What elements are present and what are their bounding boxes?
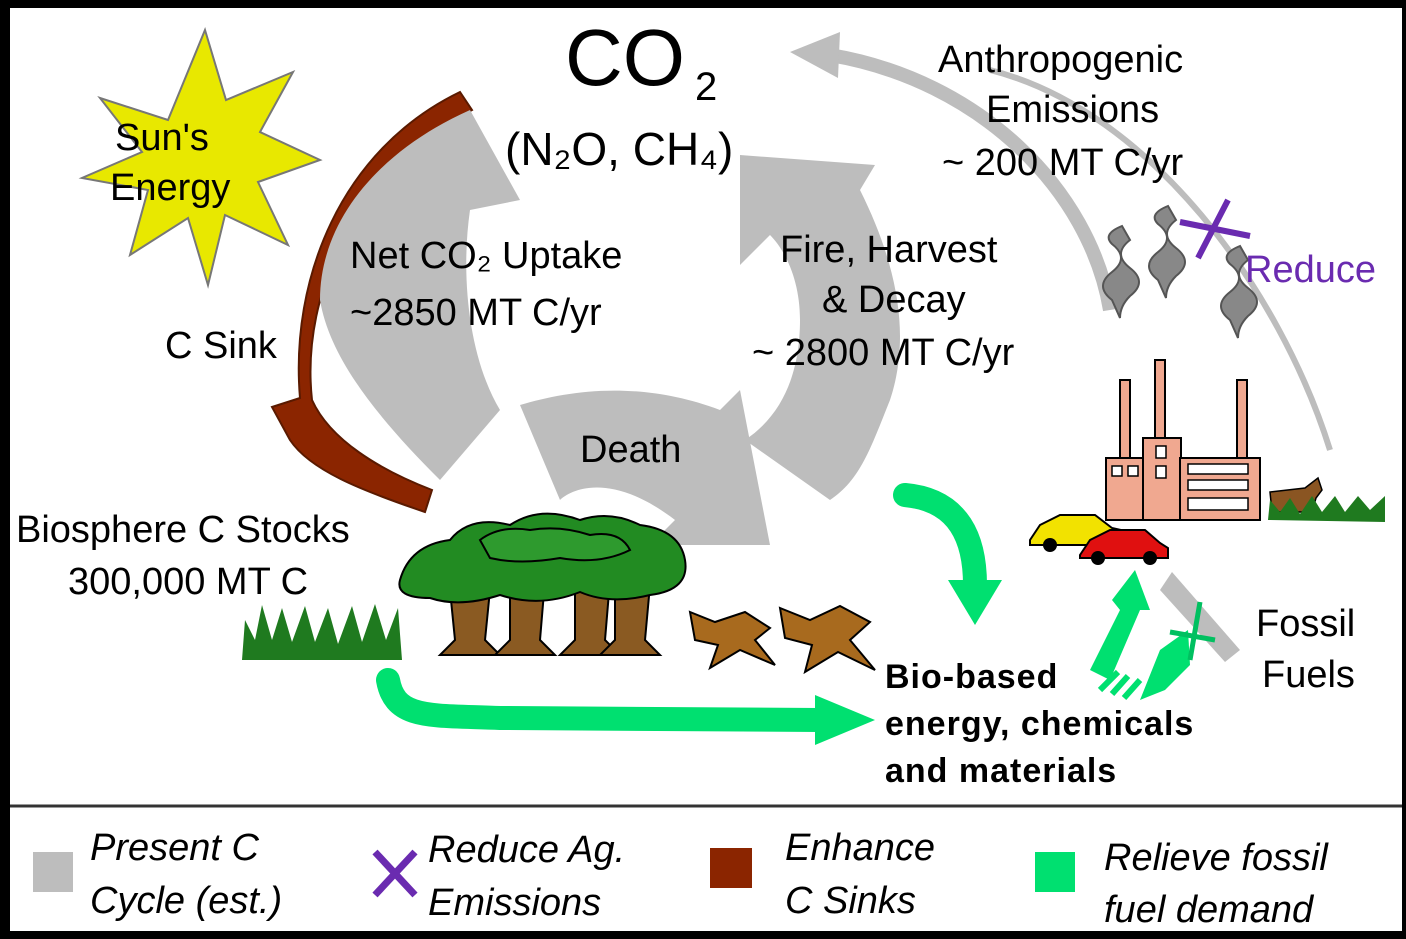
legend-relieve-2: fuel demand	[1104, 889, 1315, 931]
fossil-fuel-arrow	[1160, 572, 1240, 662]
legend-swatch-enhance	[710, 848, 752, 888]
reduce-x-icon	[1179, 198, 1251, 260]
uptake-label-2: ~2850 MT C/yr	[350, 292, 602, 334]
sun-icon	[78, 27, 323, 289]
death-label: Death	[580, 429, 681, 471]
legend-reduce-x-icon	[372, 849, 418, 898]
anthropogenic-arrow	[828, 48, 1117, 312]
sun-label-1: Sun's	[115, 117, 209, 159]
legend-swatch-relieve	[1035, 852, 1075, 892]
green-arrows	[376, 483, 1190, 745]
other-gases: (N₂O, CH₄)	[505, 123, 733, 175]
anthro-label-3: ~ 200 MT C/yr	[942, 142, 1183, 184]
fossil-label-2: Fuels	[1262, 654, 1355, 696]
grass-icon	[242, 604, 402, 660]
legend-relieve-1: Relieve fossil	[1104, 837, 1329, 879]
legend-reduce-1: Reduce Ag.	[428, 829, 625, 871]
pasture-grass	[1268, 496, 1385, 522]
biosphere-label-2: 300,000 MT C	[68, 561, 308, 603]
legend-swatch-present	[33, 852, 73, 892]
legend-present-2: Cycle (est.)	[90, 880, 282, 922]
biobased-label-3: and materials	[885, 752, 1117, 790]
cars-icon	[1029, 514, 1169, 565]
legend-reduce-2: Emissions	[428, 882, 601, 924]
legend-present-1: Present C	[90, 827, 260, 869]
biosphere-label-1: Biosphere C Stocks	[16, 509, 350, 551]
legend-enhance-1: Enhance	[785, 827, 935, 869]
fossil-label-1: Fossil	[1256, 603, 1355, 645]
anthro-label-1: Anthropogenic	[938, 39, 1183, 81]
co2-title: CO	[565, 13, 685, 102]
legend-enhance-2: C Sinks	[785, 880, 916, 922]
death-arrow	[520, 390, 770, 545]
co2-subscript: 2	[695, 65, 717, 109]
sun-label-2: Energy	[110, 167, 230, 209]
reduce-label: Reduce	[1245, 249, 1376, 291]
anthropogenic-arc-right	[989, 67, 1333, 451]
uptake-label-1: Net CO₂ Uptake	[350, 235, 622, 277]
fire-decay-arrow	[740, 155, 900, 500]
fire-label-3: ~ 2800 MT C/yr	[752, 332, 1015, 374]
anthropogenic-arrowhead	[790, 32, 840, 78]
factory-icon	[1102, 204, 1261, 521]
biobased-label-1: Bio-based	[885, 658, 1058, 696]
trees-icon	[398, 512, 687, 656]
fire-label-2: & Decay	[822, 279, 966, 321]
dead-trees-icon	[688, 604, 876, 675]
fossil-relieve-x-icon	[1169, 601, 1216, 661]
anthro-label-2: Emissions	[986, 89, 1159, 131]
biobased-label-2: energy, chemicals	[885, 705, 1194, 743]
fire-label-1: Fire, Harvest	[780, 229, 998, 271]
net-uptake-arrow	[320, 110, 520, 480]
c-sink-label: C Sink	[165, 325, 278, 367]
